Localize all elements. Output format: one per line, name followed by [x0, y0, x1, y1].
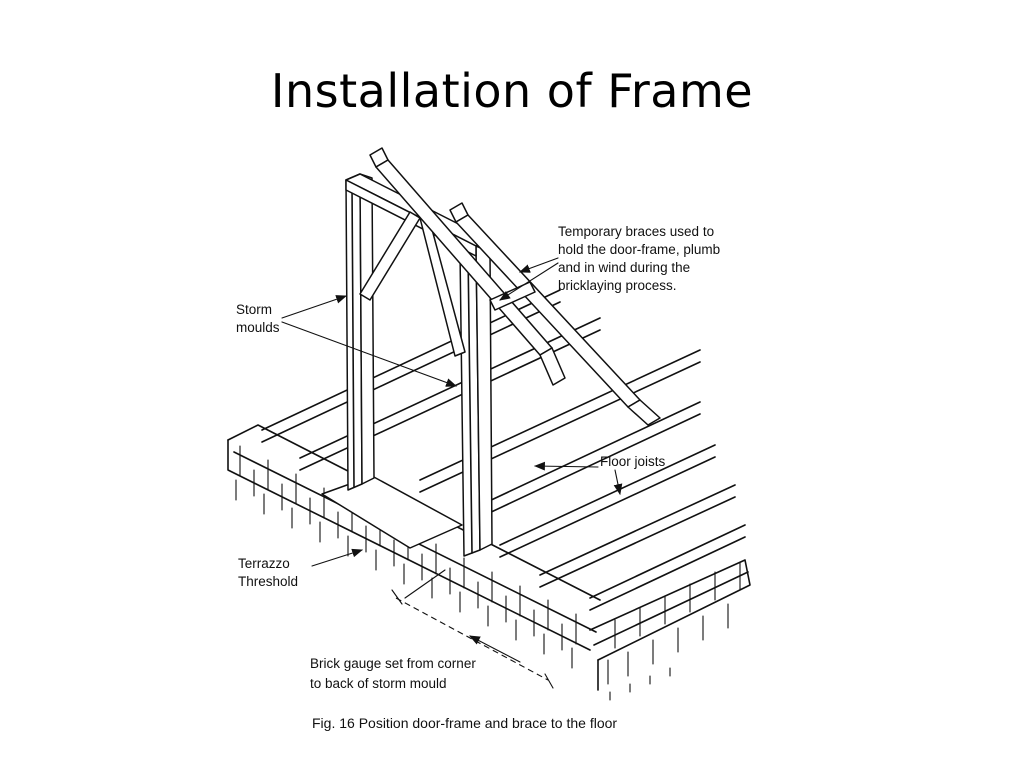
floor-joists — [261, 289, 746, 611]
callout-pointers — [281, 257, 623, 689]
figure-caption: Fig. 16 Position door-frame and brace to… — [312, 715, 617, 731]
brick-gauge-label: Brick gauge set from corner to back of s… — [310, 656, 480, 691]
temporary-braces — [369, 147, 661, 426]
temporary-braces-label: Temporary braces used to hold the door-f… — [558, 224, 724, 293]
terrazzo-threshold-label: Terrazzo Threshold — [238, 556, 298, 589]
right-brick-wall — [589, 559, 751, 701]
floor-joists-label: Floor joists — [600, 454, 666, 469]
storm-moulds-label: Storm moulds — [236, 302, 280, 335]
slide-title: Installation of Frame — [270, 64, 754, 118]
terrazzo-threshold — [321, 475, 463, 549]
